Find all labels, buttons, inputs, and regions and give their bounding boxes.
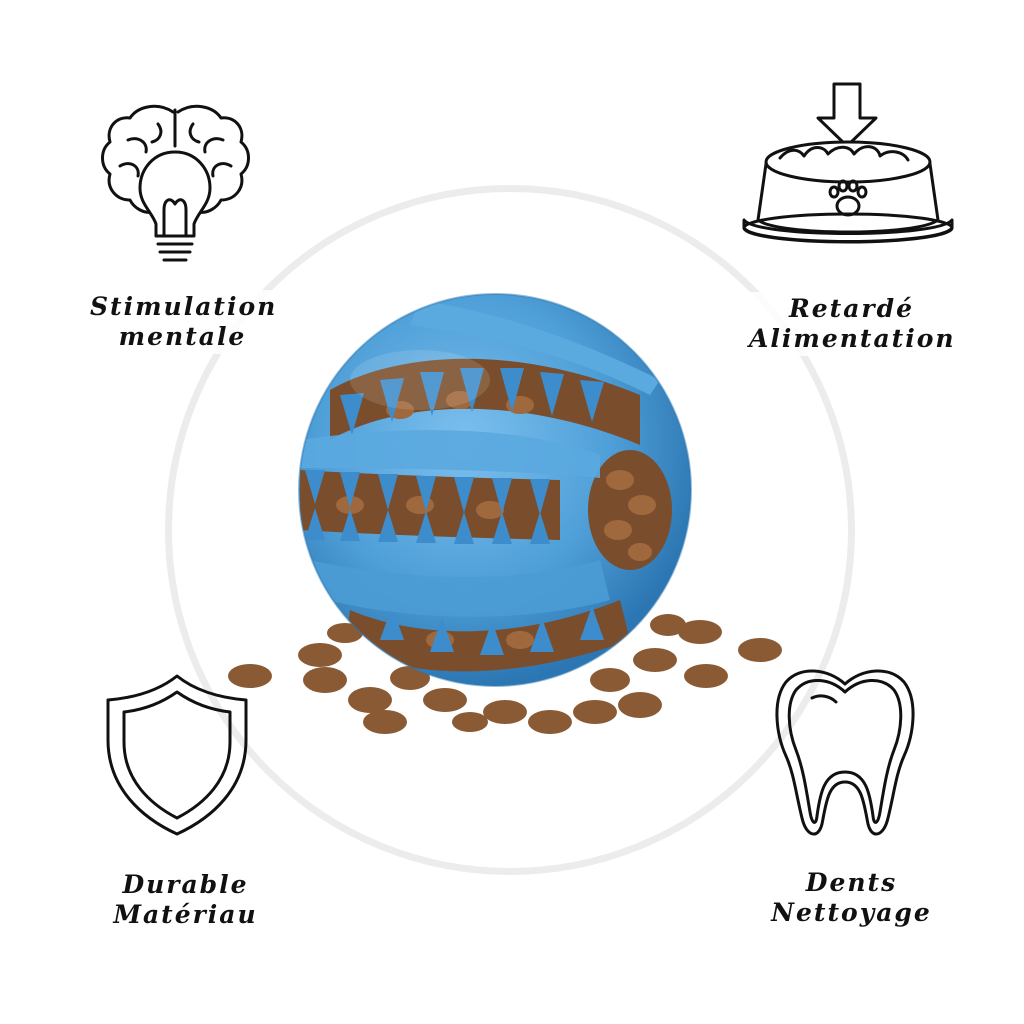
feature-durable-line2: Matériau bbox=[113, 900, 258, 929]
brain-lightbulb-icon bbox=[98, 100, 253, 275]
feature-label-feeding: Retardé Alimentation bbox=[743, 292, 960, 356]
kibble-pile bbox=[228, 614, 782, 734]
feature-feeding-line2: Alimentation bbox=[749, 324, 956, 353]
feature-mental-line2: mentale bbox=[118, 322, 247, 351]
feature-durable-line1: Durable bbox=[122, 870, 249, 899]
feature-label-teeth: Dents Nettoyage bbox=[758, 866, 945, 930]
feature-feeding-line1: Retardé bbox=[789, 294, 914, 323]
feature-mental-line1: Stimulation bbox=[90, 292, 278, 321]
feature-teeth-line1: Dents bbox=[805, 868, 898, 897]
background-ring bbox=[165, 185, 855, 875]
feature-label-mental: Stimulation mentale bbox=[84, 290, 281, 354]
feature-teeth-line2: Nettoyage bbox=[771, 898, 932, 927]
feature-label-durable: Durable Matériau bbox=[92, 868, 279, 932]
tooth-icon bbox=[772, 664, 918, 846]
pet-food-bowl-icon bbox=[738, 80, 958, 260]
shield-icon bbox=[102, 670, 252, 840]
